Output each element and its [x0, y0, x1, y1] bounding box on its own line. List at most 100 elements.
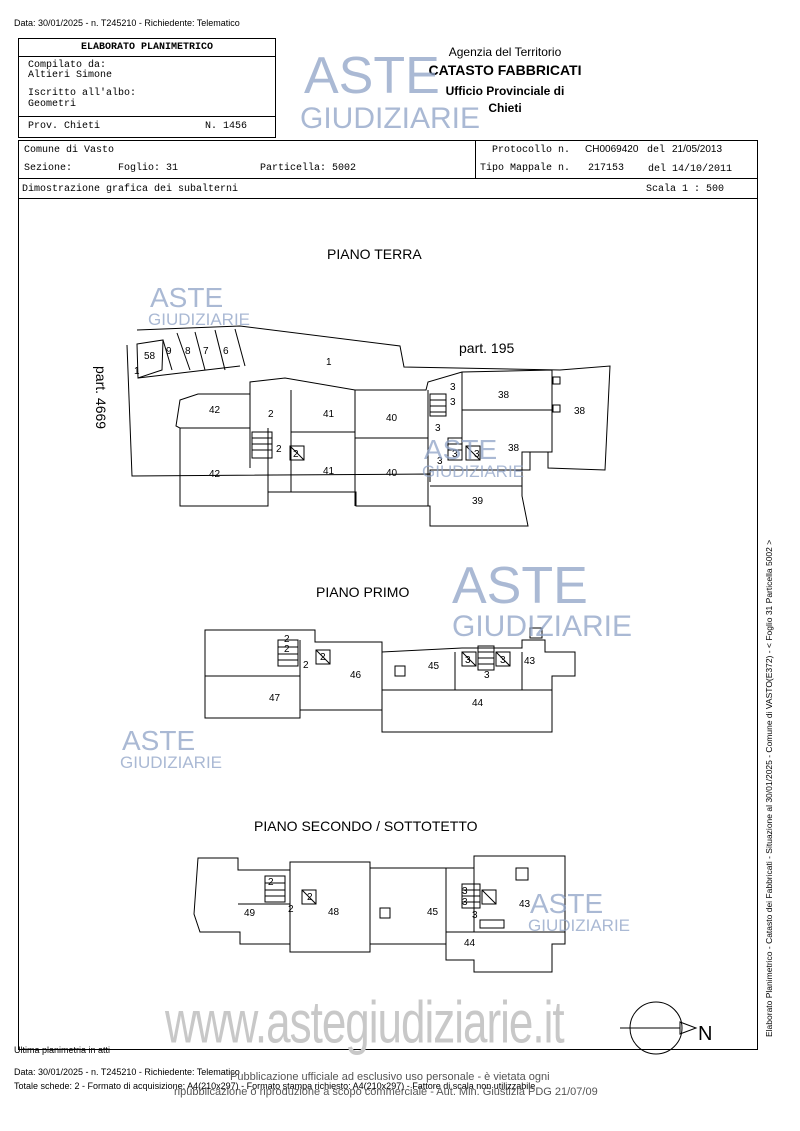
footer-data: Data: 30/01/2025 - n. T245210 - Richiede… — [14, 1067, 240, 1077]
sezione: Sezione: — [24, 163, 73, 174]
scala: Scala 1 : 500 — [646, 184, 725, 195]
info-col-divider — [475, 140, 476, 178]
room-40a: 40 — [386, 413, 398, 424]
room-58: 58 — [144, 351, 156, 362]
prov: Prov. Chieti — [28, 121, 101, 132]
room-s-45: 45 — [427, 907, 439, 918]
room-s-44: 44 — [464, 938, 476, 949]
room-8: 8 — [185, 346, 191, 357]
room-3b: 3 — [450, 397, 456, 408]
compilato-name: Altieri Simone — [28, 70, 113, 81]
compilato-label: Compilato da: — [28, 60, 107, 71]
room-p-2b: 2 — [284, 644, 290, 655]
room-p-3b: 3 — [500, 655, 506, 666]
watermark-giudiziarie-4: GIUDIZIARIE — [452, 610, 633, 643]
room-p-3a: 3 — [465, 655, 471, 666]
floor-title-secondo: PIANO SECONDO / SOTTOTETTO — [254, 818, 478, 834]
tipo-date: del 14/10/2011 — [648, 164, 733, 175]
room-39: 39 — [472, 496, 484, 507]
room-s-2a: 2 — [268, 877, 274, 888]
floor-title-terra: PIANO TERRA — [327, 246, 422, 262]
agency-line3: Ufficio Provinciale di — [445, 84, 565, 98]
room-6: 6 — [223, 346, 229, 357]
room-38c: 38 — [508, 443, 520, 454]
protocollo-value: CH0069420 — [585, 144, 639, 155]
agency-line4: Chieti — [488, 101, 522, 115]
watermark-url: www.astegiudiziarie.it — [165, 990, 565, 1057]
watermark-giudiziarie-top: GIUDIZIARIE — [300, 102, 481, 135]
protocollo-del: del — [647, 145, 666, 156]
room-46: 46 — [350, 670, 362, 681]
room-p-2a: 2 — [284, 634, 290, 645]
tipo-value: 217153 — [588, 163, 625, 174]
watermark-giudiziarie-3: GIUDIZIARIE — [422, 462, 525, 481]
room-3d: 3 — [452, 449, 458, 460]
room-s-2b: 2 — [307, 892, 313, 903]
top-header: Data: 30/01/2025 - n. T245210 - Richiede… — [14, 18, 240, 28]
room-p-44: 44 — [472, 698, 484, 709]
watermark-aste-top: ASTE — [304, 47, 440, 105]
room-49: 49 — [244, 908, 256, 919]
terra-building — [175, 369, 553, 527]
room-3a: 3 — [450, 382, 456, 393]
room-p-43: 43 — [524, 656, 536, 667]
watermark-aste-6: ASTE — [530, 888, 604, 919]
room-3f: 3 — [437, 456, 443, 467]
watermark-giudiziarie-2: GIUDIZIARIE — [148, 310, 251, 329]
particella: Particella: 5002 — [260, 163, 357, 174]
room-2b: 2 — [276, 444, 282, 455]
room-p-3c: 3 — [484, 670, 490, 681]
room-48: 48 — [328, 907, 340, 918]
room-38a: 38 — [498, 390, 510, 401]
footer-ultima: Ultima planimetria in atti — [14, 1045, 111, 1055]
room-41b: 41 — [323, 466, 335, 477]
room-42b: 42 — [209, 469, 221, 480]
comune: Comune di Vasto — [24, 145, 115, 156]
room-p-2c: 2 — [320, 652, 326, 663]
iscritto-value: Geometri — [28, 99, 77, 110]
room-s-3c: 3 — [472, 910, 478, 921]
room-1a: 1 — [134, 366, 140, 377]
room-7: 7 — [203, 346, 209, 357]
room-s-3a: 3 — [462, 886, 468, 897]
main-frame — [18, 140, 758, 1050]
foglio: Foglio: 31 — [118, 163, 179, 174]
room-s-3b: 3 — [462, 897, 468, 908]
room-3c: 3 — [435, 423, 441, 434]
protocollo-label: Protocollo n. — [492, 145, 571, 156]
form-title: ELABORATO PLANIMETRICO — [80, 42, 214, 53]
watermark-aste-4: ASTE — [452, 557, 588, 615]
info-divider-2 — [18, 198, 758, 199]
room-41a: 41 — [323, 409, 335, 420]
room-40b: 40 — [386, 468, 398, 479]
side-vertical-text: Elaborato Planimetrico - Catasto dei Fab… — [764, 539, 774, 1037]
primo-building — [204, 629, 576, 733]
watermark-giudiziarie-5: GIUDIZIARIE — [120, 753, 223, 772]
watermark-giudiziarie-6: GIUDIZIARIE — [528, 916, 631, 935]
tipo-label: Tipo Mappale n. — [480, 163, 571, 174]
room-42a: 42 — [209, 405, 221, 416]
room-3e: 3 — [474, 449, 480, 460]
numero-albo: N. 1456 — [205, 121, 248, 132]
room-38b: 38 — [574, 406, 586, 417]
watermark-aste-3: ASTE — [424, 434, 498, 465]
terra-outline — [126, 325, 611, 482]
agency-line2: CATASTO FABBRICATI — [428, 62, 582, 78]
room-2a: 2 — [268, 409, 274, 420]
room-45: 45 — [428, 661, 440, 672]
watermark-aste-2: ASTE — [150, 282, 224, 313]
label-part195: part. 195 — [459, 340, 514, 356]
footer-schede: Totale schede: 2 - Formato di acquisizio… — [14, 1081, 536, 1091]
form-prov-divider — [18, 116, 276, 117]
header-form-frame — [18, 38, 276, 138]
form-title-divider — [18, 56, 276, 57]
protocollo-date: 21/05/2013 — [672, 144, 723, 155]
dimostrazione: Dimostrazione grafica dei subalterni — [22, 184, 239, 195]
iscritto-label: Iscritto all'albo: — [28, 88, 137, 99]
footer-pub2: ripubblicazione o riproduzione a scopo c… — [174, 1086, 598, 1098]
footer-pub1: Pubblicazione ufficiale ad esclusivo uso… — [230, 1071, 550, 1083]
floor-title-primo: PIANO PRIMO — [316, 584, 410, 600]
watermark-aste-5: ASTE — [122, 725, 196, 756]
room-s-43: 43 — [519, 899, 531, 910]
